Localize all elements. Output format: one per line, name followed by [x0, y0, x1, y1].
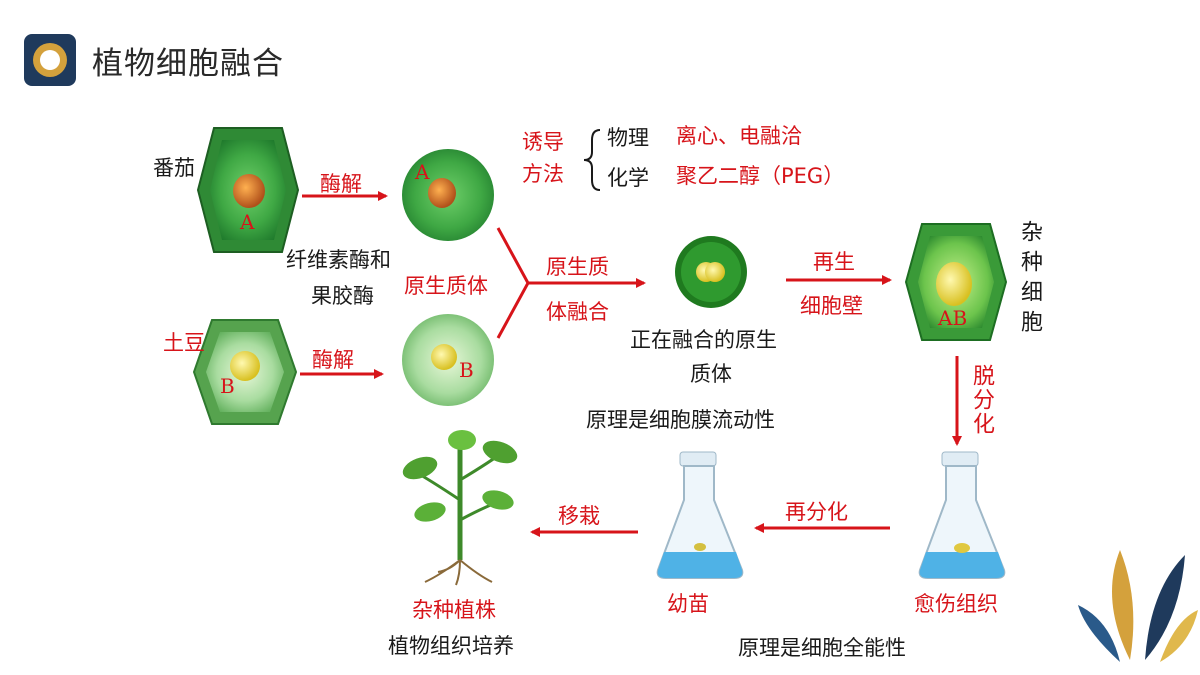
fusing-label-line1: 正在融合的原生 [630, 328, 777, 352]
rediff-label: 再分化 [785, 500, 848, 524]
callus-label: 愈伤组织 [914, 592, 998, 616]
potato-cell [192, 319, 298, 425]
induction-chemical-methods: 聚乙二醇（PEG） [676, 164, 845, 188]
hybrid-cell-label: 杂种细胞 [1017, 220, 1042, 340]
potato-label: 土豆 [163, 331, 205, 355]
enzyme-top-label: 酶解 [320, 172, 362, 196]
logo-icon [24, 34, 76, 86]
principle-membrane: 原理是细胞膜流动性 [586, 408, 775, 432]
hybrid-plant [402, 430, 518, 586]
seedling-label: 幼苗 [667, 592, 709, 616]
regen-label-line1: 再生 [813, 250, 855, 274]
principle-totipotency: 原理是细胞全能性 [738, 636, 906, 660]
decorative-leaves [1078, 550, 1198, 662]
hybrid-cell-letters: AB [938, 306, 968, 330]
enzyme-note-line2: 果胶酶 [311, 284, 374, 308]
protoplast-label: 原生质体 [404, 274, 488, 298]
induction-label-line1: 诱导 [522, 130, 564, 154]
page-title: 植物细胞融合 [92, 46, 284, 82]
induction-label-line2: 方法 [522, 162, 564, 186]
callus-flask [918, 451, 1006, 579]
induction-chemical: 化学 [607, 166, 649, 190]
dediff-label: 脱分化 [969, 364, 994, 436]
tissue-culture-label: 植物组织培养 [388, 634, 514, 658]
protoplast-b [402, 314, 494, 406]
cell-letter-b: B [220, 374, 235, 398]
regen-label-line2: 细胞壁 [800, 294, 863, 318]
fusing-label-line2: 质体 [690, 362, 732, 386]
induction-physical: 物理 [607, 126, 649, 150]
tomato-label: 番茄 [153, 156, 195, 180]
enzyme-bottom-label: 酶解 [312, 348, 354, 372]
seedling-flask [656, 451, 744, 579]
fusion-label-line2: 体融合 [546, 300, 609, 324]
transplant-label: 移栽 [558, 504, 600, 528]
induction-brace [583, 129, 601, 191]
hybrid-cell [904, 223, 1008, 341]
induction-physical-methods: 离心、电融洽 [676, 124, 802, 148]
tomato-cell [196, 127, 300, 253]
protoplast-letter-b: B [459, 358, 474, 382]
fusing-protoplast [675, 236, 747, 308]
protoplast-a [402, 149, 494, 241]
arrow-merge-bracket [496, 227, 530, 339]
enzyme-note-line1: 纤维素酶和 [286, 248, 391, 272]
protoplast-letter-a: A [415, 160, 430, 184]
fusion-label-line1: 原生质 [546, 255, 609, 279]
hybrid-plant-label: 杂种植株 [412, 598, 496, 622]
cell-letter-a: A [240, 210, 255, 234]
